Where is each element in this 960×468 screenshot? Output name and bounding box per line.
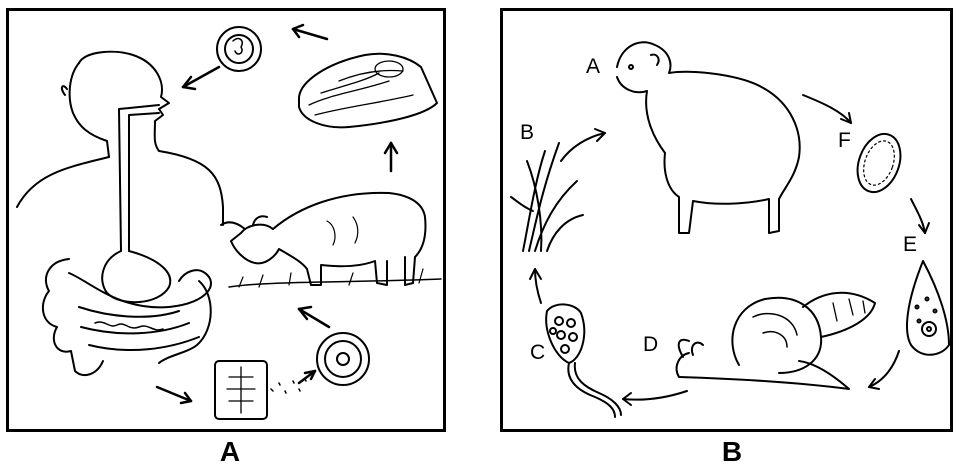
label-f-egg: F — [838, 129, 851, 153]
panel-a-caption: A — [200, 436, 260, 468]
panel-b-life-cycle: A B C D E F — [500, 8, 953, 432]
panel-a-life-cycle — [6, 8, 446, 432]
proglottid-drawing — [215, 361, 306, 419]
panel-b-drawing — [503, 11, 950, 429]
grass-drawing — [511, 143, 583, 251]
label-b-grass: B — [520, 121, 534, 145]
egg-drawing — [317, 333, 369, 385]
label-a-sheep: A — [586, 55, 600, 79]
miracidium-drawing — [907, 261, 949, 355]
fluke-egg-drawing — [850, 128, 908, 198]
label-e-miracidium: E — [903, 233, 917, 257]
label-c-cercaria: C — [530, 341, 545, 365]
human-figure — [17, 52, 223, 375]
meat-drawing — [299, 54, 437, 128]
sheep-drawing — [617, 42, 800, 233]
cow-drawing — [221, 193, 441, 287]
panel-a-drawing — [9, 11, 443, 429]
panel-b-caption: B — [702, 436, 762, 468]
label-d-snail: D — [643, 333, 658, 357]
snail-drawing — [677, 293, 875, 389]
cercaria-drawing — [546, 304, 621, 417]
cyst-drawing — [217, 27, 261, 71]
panel-a-arrows — [157, 25, 397, 403]
